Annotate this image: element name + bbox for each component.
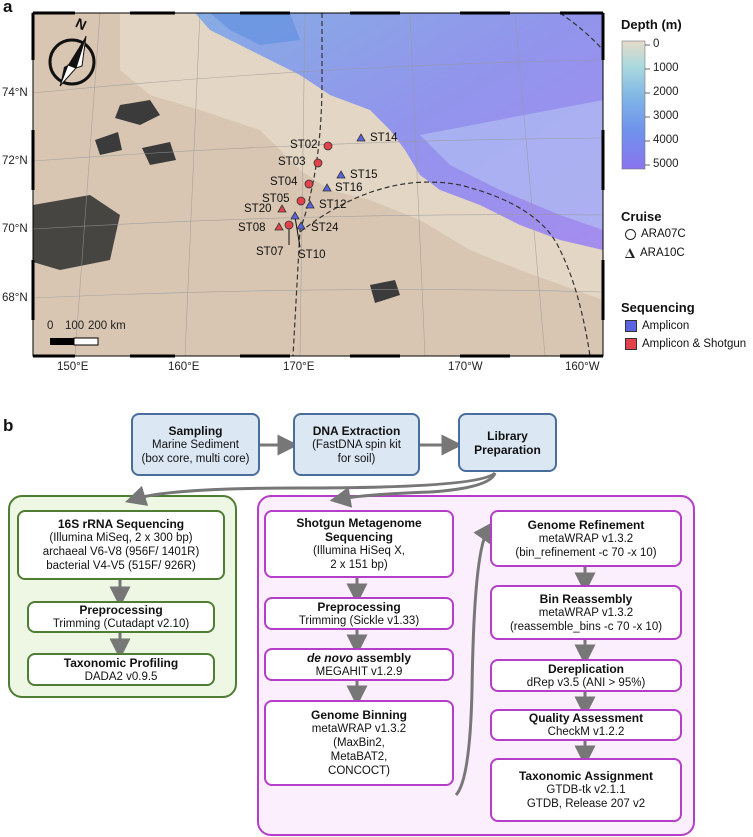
depth-tick: 3000 xyxy=(653,110,679,122)
sequencing-legend-title: Sequencing xyxy=(621,300,695,315)
station-st15 xyxy=(336,170,346,179)
boundary-line xyxy=(292,13,323,356)
station-st03 xyxy=(313,158,323,168)
island xyxy=(115,100,160,125)
depth-tick: 4000 xyxy=(653,134,679,146)
bin-reassembly-box: Bin Reassembly metaWRAP v1.3.2 (reassemb… xyxy=(490,585,682,640)
scale-label: 100 xyxy=(65,320,85,332)
scale-label: 0 xyxy=(47,320,54,332)
de-novo-assembly-box: de novo assembly MEGAHIT v1.2.9 xyxy=(264,648,454,681)
station-label-st16: ST16 xyxy=(335,182,363,194)
dereplication-box: Dereplication dRep v3.5 (ANI > 95%) xyxy=(490,659,682,692)
shotgun-preprocessing-box: Preprocessing Trimming (Sickle v1.33) xyxy=(264,597,454,630)
island xyxy=(142,142,176,165)
scale-label: 200 km xyxy=(88,320,126,332)
scale-bar xyxy=(50,337,99,346)
depth-tick: 1000 xyxy=(653,62,679,74)
circle-icon xyxy=(625,228,636,240)
sequencing-legend-item: Amplicon & Shotgun xyxy=(625,338,746,350)
shotgun-sequencing-box: Shotgun Metagenome Sequencing (Illumina … xyxy=(264,510,454,578)
station-label-st02: ST02 xyxy=(290,139,318,151)
boundary-line xyxy=(299,181,591,356)
island xyxy=(95,132,122,155)
station-st24 xyxy=(290,211,300,220)
station-label-st10: ST10 xyxy=(298,249,326,261)
station-label-st08: ST08 xyxy=(238,222,266,234)
station-st04 xyxy=(304,179,314,189)
island xyxy=(370,280,400,303)
library-preparation-box: Library Preparation xyxy=(458,413,557,472)
station-label-st03: ST03 xyxy=(278,156,306,168)
map xyxy=(31,11,650,358)
16s-sequencing-box: 16S rRNA Sequencing (Illumina MiSeq, 2 x… xyxy=(17,510,225,580)
triangle-icon xyxy=(625,248,635,258)
dna-extraction-box: DNA Extraction (FastDNA spin kit for soi… xyxy=(293,413,420,476)
station-label-st20: ST20 xyxy=(244,203,272,215)
lon-label: 160°W xyxy=(565,361,600,373)
lon-label: 160°E xyxy=(168,361,200,373)
lon-label: 170°W xyxy=(448,361,483,373)
cruise-legend-item: ARA10C xyxy=(625,247,685,259)
station-label-st05: ST05 xyxy=(262,193,290,205)
lon-label: 170°E xyxy=(283,361,315,373)
taxonomic-assignment-box: Taxonomic Assignment GTDB-tk v2.1.1 GTDB… xyxy=(490,758,682,822)
station-label-st24: ST24 xyxy=(311,222,339,234)
panel-b-letter: b xyxy=(3,416,14,435)
station-st20 xyxy=(277,204,287,213)
depth-legend-title: Depth (m) xyxy=(621,17,682,32)
lat-label: 68°N xyxy=(2,292,28,304)
taxonomic-profiling-box: Taxonomic Profiling DADA2 v0.9.5 xyxy=(27,653,215,686)
depth-colorbar xyxy=(621,40,646,170)
station-st02 xyxy=(323,141,333,151)
cruise-legend-item: ARA07C xyxy=(625,228,686,240)
cruise-legend-title: Cruise xyxy=(621,209,662,224)
depth-tick: 2000 xyxy=(653,86,679,98)
station-st05 xyxy=(296,196,306,206)
station-st16 xyxy=(322,183,332,192)
station-label-st12: ST12 xyxy=(319,199,347,211)
quality-assessment-box: Quality Assessment CheckM v1.2.2 xyxy=(490,709,682,741)
station-label-st14: ST14 xyxy=(370,132,398,144)
lat-label: 72°N xyxy=(2,155,28,167)
amplicon-preprocessing-box: Preprocessing Trimming (Cutadapt v2.10) xyxy=(27,601,215,633)
genome-refinement-box: Genome Refinement metaWRAP v1.3.2 (bin_r… xyxy=(490,510,682,567)
lat-label: 70°N xyxy=(2,223,28,235)
frame-ticks xyxy=(31,11,605,358)
lon-label: 150°E xyxy=(57,361,89,373)
genome-binning-box: Genome Binning metaWRAP v1.3.2 (MaxBin2,… xyxy=(264,700,454,786)
station-st10 xyxy=(296,221,306,230)
panel-a-letter: a xyxy=(3,0,13,16)
flow-arrows xyxy=(109,434,596,797)
blue-square-icon xyxy=(625,320,637,332)
graticule xyxy=(33,13,603,356)
station-st07 xyxy=(284,220,294,230)
station-label-st07: ST07 xyxy=(256,246,284,258)
station-st08 xyxy=(274,222,284,231)
station-label-st15: ST15 xyxy=(350,169,378,181)
red-square-icon xyxy=(625,338,637,350)
north-arrow xyxy=(48,35,96,87)
sampling-box: Sampling Marine Sediment (box core, mult… xyxy=(131,413,260,476)
station-label-st04: ST04 xyxy=(270,176,298,188)
lat-label: 74°N xyxy=(2,87,28,99)
sequencing-legend-item: Amplicon xyxy=(625,320,689,332)
station-st14 xyxy=(356,133,366,142)
depth-tick: 5000 xyxy=(653,158,679,170)
coast-shadow xyxy=(33,195,120,270)
station-st12 xyxy=(305,200,315,209)
depth-tick: 0 xyxy=(653,38,660,50)
plateau xyxy=(420,100,603,230)
